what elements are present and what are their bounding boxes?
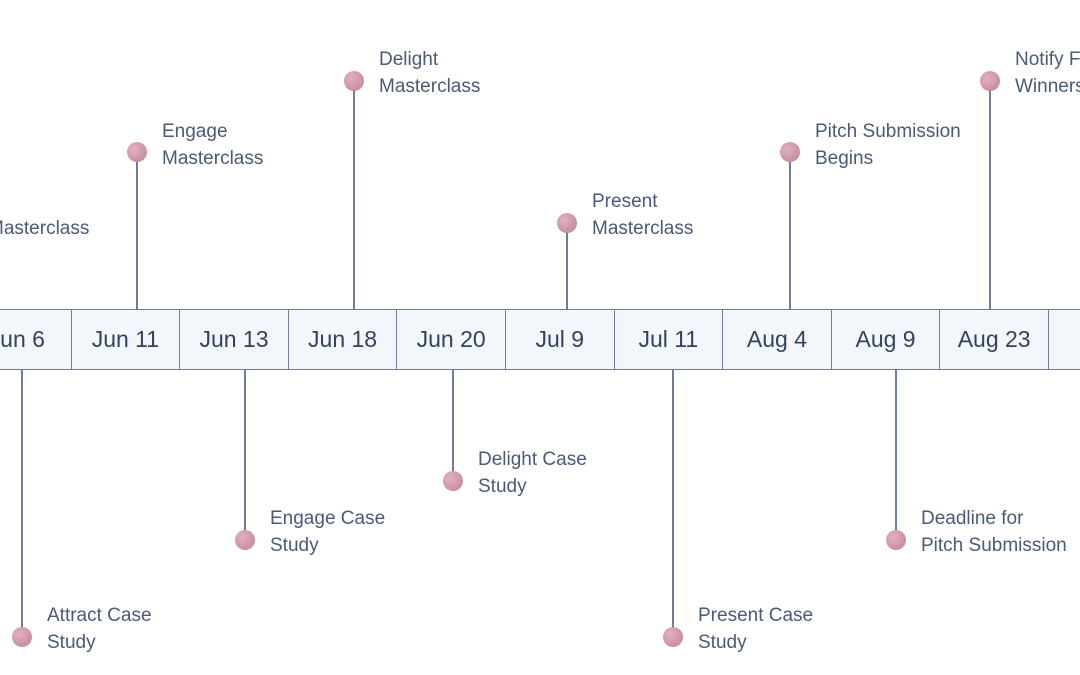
event-label: Pitch Submission Begins — [815, 121, 961, 169]
event-label: Present Masterclass — [592, 191, 694, 239]
event-stem — [895, 370, 897, 540]
event-stem — [353, 81, 355, 309]
event-dot — [663, 627, 683, 647]
event-label: Deadline for Pitch Submission — [921, 508, 1067, 556]
event-stem — [21, 370, 23, 637]
event-label: Attract Case Study — [47, 605, 152, 653]
event-dot — [886, 530, 906, 550]
event-dot — [980, 71, 1000, 91]
event-dot — [557, 213, 577, 233]
date-cell: Aug 4 — [722, 309, 831, 370]
event-label: Present Case Study — [698, 605, 814, 653]
event-dot — [235, 530, 255, 550]
date-cell: Aug 23 — [939, 309, 1048, 370]
date-cell: Jun 11 — [70, 309, 180, 370]
event-dot — [443, 471, 463, 491]
event-label: Engage Masterclass — [162, 121, 264, 169]
date-axis: Jun 6 Jun 11 Jun 13 Jun 18 Jun 20 Jul 9 … — [0, 309, 1080, 370]
date-cell: Jun 18 — [287, 309, 397, 370]
date-cell: Jun 20 — [396, 309, 505, 370]
date-cell: Jun 6 — [0, 309, 71, 370]
date-cell: S — [1047, 309, 1080, 370]
date-cell: Jun 13 — [179, 309, 288, 370]
event-stem — [136, 152, 138, 309]
event-dot — [127, 142, 147, 162]
event-label: Delight Case Study — [478, 449, 587, 497]
event-stem — [789, 152, 791, 309]
event-stem — [452, 370, 454, 481]
event-stem — [989, 81, 991, 309]
event-stem — [672, 370, 674, 637]
event-label: Engage Case Study — [270, 508, 386, 556]
event-label: Masterclass — [0, 218, 90, 239]
event-stem — [244, 370, 246, 540]
event-stem — [566, 223, 568, 309]
date-cell: Jul 11 — [613, 309, 723, 370]
event-label: Notify F Winners — [1015, 49, 1080, 97]
date-cell: Jul 9 — [504, 309, 614, 370]
date-cell: Aug 9 — [830, 309, 940, 370]
event-dot — [12, 627, 32, 647]
event-dot — [780, 142, 800, 162]
event-label: Delight Masterclass — [379, 49, 481, 97]
event-dot — [344, 71, 364, 91]
